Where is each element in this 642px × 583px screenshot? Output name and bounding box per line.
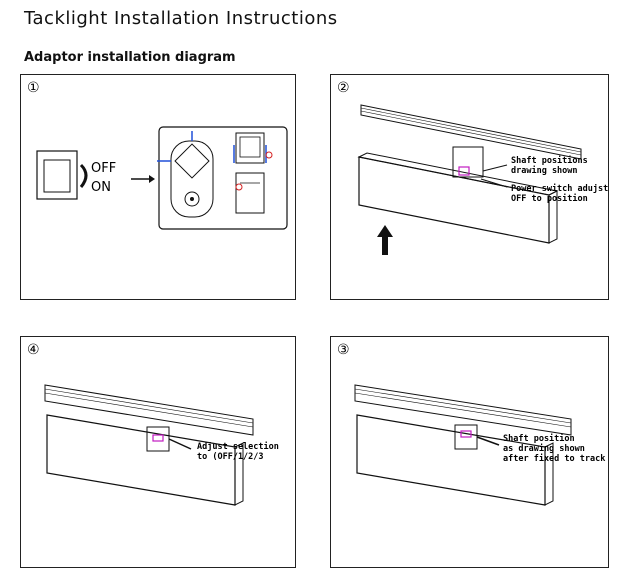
step-1-panel: ① OFF ON <box>20 74 296 300</box>
adaptor-icon <box>146 426 170 452</box>
page-title: Tacklight Installation Instructions <box>24 8 338 29</box>
step-2-panel: ② Shaft positions drawing shown Power sw… <box>330 74 609 300</box>
adaptor-detail-box <box>158 126 288 230</box>
power-switch-label: Power switch adujst <box>511 183 608 194</box>
switch-plate-icon <box>36 150 78 200</box>
adaptor-side-top-icon <box>235 132 265 164</box>
switch-on-label: ON <box>91 180 111 195</box>
track-icon <box>354 384 572 436</box>
shaft-marker-icon <box>458 166 470 176</box>
switch-rocker-icon <box>43 159 71 193</box>
shaft-position-label-2: as drawing shown <box>503 443 585 454</box>
step-4-number: ④ <box>27 342 40 358</box>
step-4-panel: ④ Adjust selection to (OFF/1/2/3 <box>20 336 296 568</box>
page-subtitle: Adaptor installation diagram <box>24 50 236 65</box>
shaft-marker-icon <box>460 430 472 438</box>
step-2-number: ② <box>337 80 350 96</box>
adjust-selection-label-2: to (OFF/1/2/3 <box>197 452 264 462</box>
step-3-panel: ③ Shaft position as drawing shown after … <box>330 336 609 568</box>
switch-off-label: OFF <box>91 161 116 176</box>
step-1-number: ① <box>27 80 40 96</box>
step-2-illustration: ② Shaft positions drawing shown Power sw… <box>337 80 608 255</box>
step-3-illustration: ③ Shaft position as drawing shown after … <box>337 342 605 506</box>
selector-marker-icon <box>152 434 164 442</box>
step-3-number: ③ <box>337 342 350 358</box>
track-icon <box>360 104 582 160</box>
adjust-selection-label: Adjust selection <box>197 441 279 452</box>
power-switch-label-2: OFF to position <box>511 193 588 204</box>
up-arrow-icon <box>377 225 393 255</box>
adaptor-side-bottom-icon <box>235 172 265 214</box>
step-1-illustration: ① OFF ON <box>27 80 288 230</box>
step-4-illustration: ④ Adjust selection to (OFF/1/2/3 <box>27 342 279 506</box>
shaft-position-label: Shaft positions <box>511 155 588 166</box>
toggle-arc-icon <box>79 163 88 188</box>
shaft-position-label-3: after fixed to track <box>503 453 605 464</box>
track-icon <box>44 384 254 436</box>
shaft-position-label: Shaft position <box>503 433 575 444</box>
adaptor-icon <box>452 146 484 178</box>
shaft-position-label-2: drawing shown <box>511 165 578 176</box>
